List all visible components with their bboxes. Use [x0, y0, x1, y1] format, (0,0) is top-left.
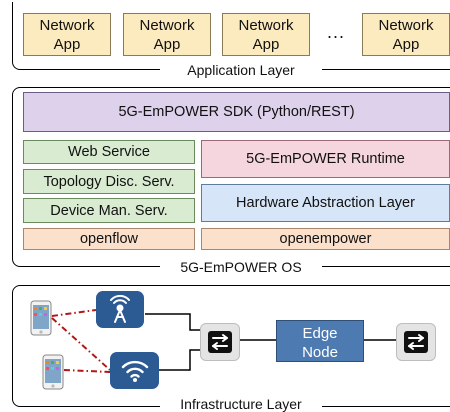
openflow-block: openflow: [23, 228, 195, 250]
network-app-label: Network: [238, 17, 294, 34]
wireless-link: [51, 309, 97, 317]
network-app-box: Network App: [362, 13, 450, 56]
lte-antenna-icon: [96, 291, 144, 328]
topology-discovery-block: Topology Disc. Serv.: [23, 169, 195, 194]
phone-icon: [42, 354, 64, 390]
network-app-box: Network App: [222, 13, 310, 56]
web-service-block: Web Service: [23, 140, 195, 164]
wifi-icon: [110, 352, 159, 389]
network-app-label: Network: [139, 17, 195, 34]
application-layer-title: Application Layer: [160, 62, 322, 78]
runtime-block: 5G-EmPOWER Runtime: [201, 140, 450, 178]
sdk-block: 5G-EmPOWER SDK (Python/REST): [23, 92, 450, 132]
wireless-link: [63, 369, 111, 373]
network-app-label: App: [53, 36, 81, 53]
infrastructure-layer-title: Infrastructure Layer: [160, 396, 322, 412]
network-app-label: Network: [378, 17, 434, 34]
network-app-box: Network App: [23, 13, 111, 56]
network-app-label: App: [252, 36, 280, 53]
device-management-block: Device Man. Serv.: [23, 198, 195, 223]
lte-backhaul-line: [145, 313, 200, 331]
network-app-box: Network App: [123, 13, 211, 56]
more-apps-ellipsis: ...: [326, 22, 345, 42]
hardware-abstraction-layer-block: Hardware Abstraction Layer: [201, 184, 450, 222]
edge-node-box: Edge Node: [276, 320, 364, 362]
wifi-backhaul-line: [159, 349, 200, 371]
network-app-label: App: [153, 36, 181, 53]
switch-icon: [396, 323, 436, 361]
switch-icon: [200, 323, 240, 361]
os-layer-title: 5G-EmPOWER OS: [160, 259, 322, 275]
edge-node-label: Node: [302, 344, 338, 361]
network-app-label: Network: [39, 17, 95, 34]
network-app-label: App: [392, 36, 420, 53]
phone-icon: [30, 300, 52, 336]
edge-node-label: Edge: [302, 325, 338, 342]
